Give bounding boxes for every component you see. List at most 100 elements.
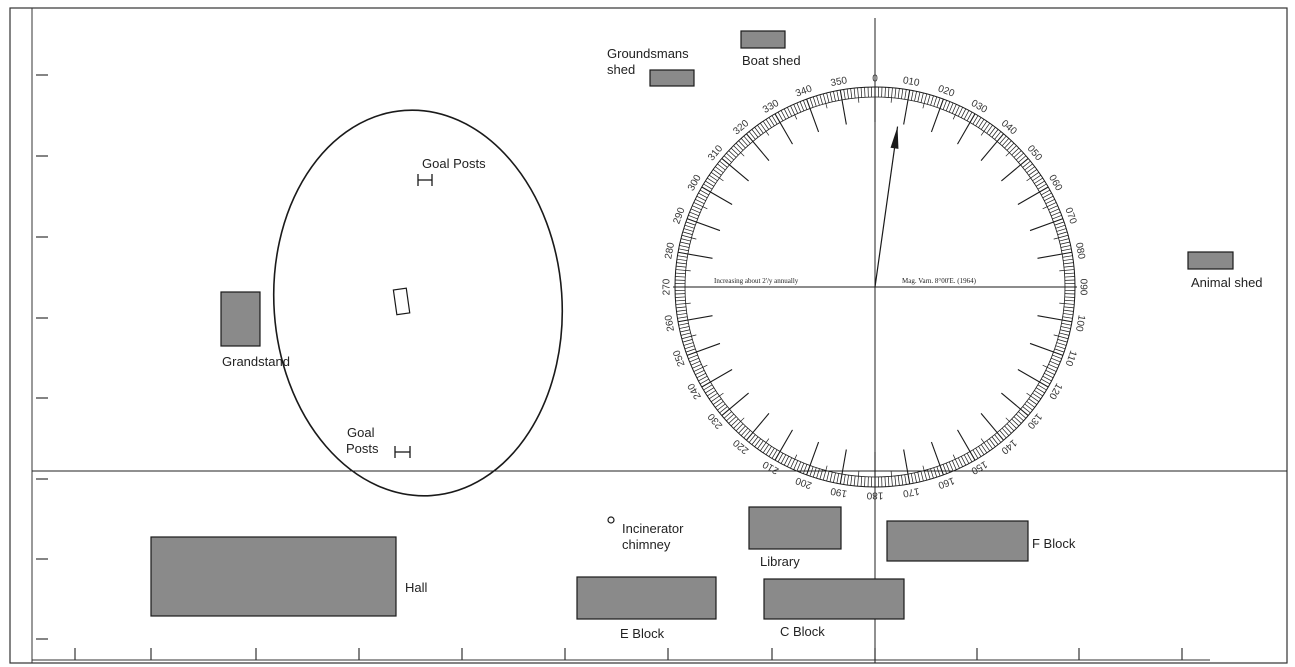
compass-degree-label: 070 [1062,206,1078,226]
compass-tick [1045,199,1055,205]
compass-tick [762,444,770,454]
compass-tick [829,472,833,482]
compass-tick [680,238,691,242]
compass-tick [677,316,688,319]
compass-tick [799,463,805,473]
compass-tick [809,97,814,108]
compass-tick [771,115,778,125]
compass-tick [853,475,856,486]
compass-tick [703,384,713,391]
compass-tick [740,427,749,436]
compass-tick [846,88,849,99]
bottom-axis-ticks [74,648,1183,660]
compass-tick [1032,174,1042,182]
compass-tick [951,104,957,114]
compass-tick [790,454,798,469]
compass-tick [675,296,686,298]
compass-tick [942,464,948,474]
compass-tick [676,306,687,309]
compass-tick [903,89,911,125]
compass-tick [1060,329,1070,333]
compass-degree-label: 050 [1025,143,1044,163]
compass-tick [904,89,907,100]
compass-tick [748,434,756,443]
compass-tick [675,302,691,305]
cricket-pitch [392,287,411,316]
compass-tick [1035,387,1045,394]
compass-tick [948,461,954,472]
compass-tick [822,93,828,109]
compass-tick [712,398,722,405]
incinerator-label-2: chimney [622,537,671,552]
compass-tick [1051,211,1061,217]
compass-tick [1037,251,1073,259]
magnetic-north-arrow-icon [890,126,899,149]
compass-tick [796,461,802,472]
compass-tick [966,453,973,463]
compass-tick [1022,160,1031,168]
compass-tick [836,473,840,484]
compass-tick [890,471,893,487]
compass-tick [812,96,817,107]
compass-tick [843,89,846,100]
compass-degree-label: 260 [663,314,677,333]
compass-tick [723,155,732,163]
compass-tick [816,468,820,479]
compass-tick [705,387,715,394]
compass-tick [705,180,715,187]
compass-tick [1005,145,1017,157]
compass-tick [1055,224,1066,229]
compass-tick [1001,158,1029,182]
compass-tick [762,120,770,130]
compass-tick [783,108,790,118]
compass-tick [1029,218,1064,232]
compass-tick [816,95,820,106]
compass-tick [738,425,746,434]
compass-tick [960,456,967,466]
compass-tick [680,332,691,336]
compass-tick [765,119,772,128]
compass-tick [989,127,996,136]
compass-tick [1029,342,1064,356]
compass-tick [890,87,893,103]
compass-degree-label: 340 [794,83,814,99]
compass-degree-label: 170 [902,485,921,499]
compass-tick [675,276,686,278]
compass-tick [721,392,749,416]
compass-tick [802,100,808,110]
boat-shed-building [740,30,786,49]
incinerator-label-1: Incinerator [622,521,684,536]
compass-tick [684,345,695,350]
compass-tick [1049,360,1060,366]
compass-tick [1063,313,1074,316]
compass-tick [901,475,904,486]
compass-tick [839,89,847,125]
compass-tick [1063,265,1074,268]
compass-tick [957,457,963,467]
compass-tick [726,152,735,161]
compass-tick [1056,342,1067,346]
compass-tick [771,449,778,459]
compass-tick [994,131,1002,140]
compass-tick [864,87,866,98]
compass-tick [743,430,751,439]
compass-tick [690,208,701,214]
compass-tick [712,169,722,176]
compass-tick [839,449,847,485]
compass-tick [703,183,713,190]
compass-tick [696,372,706,379]
compass-tick [780,454,787,464]
animal-shed-building [1187,251,1234,270]
compass-degree-label: 190 [829,485,848,499]
compass-degree-label: 350 [830,75,849,89]
compass-tick [751,129,759,138]
compass-tick [728,150,737,158]
compass-tick [945,101,951,111]
compass-tick [901,88,904,99]
compass-tick [715,401,724,408]
compass-tick [1037,183,1047,190]
compass-tick [846,475,849,486]
compass-tick [1028,398,1038,405]
compass-tick [686,342,721,356]
compass-tick [1006,423,1015,432]
